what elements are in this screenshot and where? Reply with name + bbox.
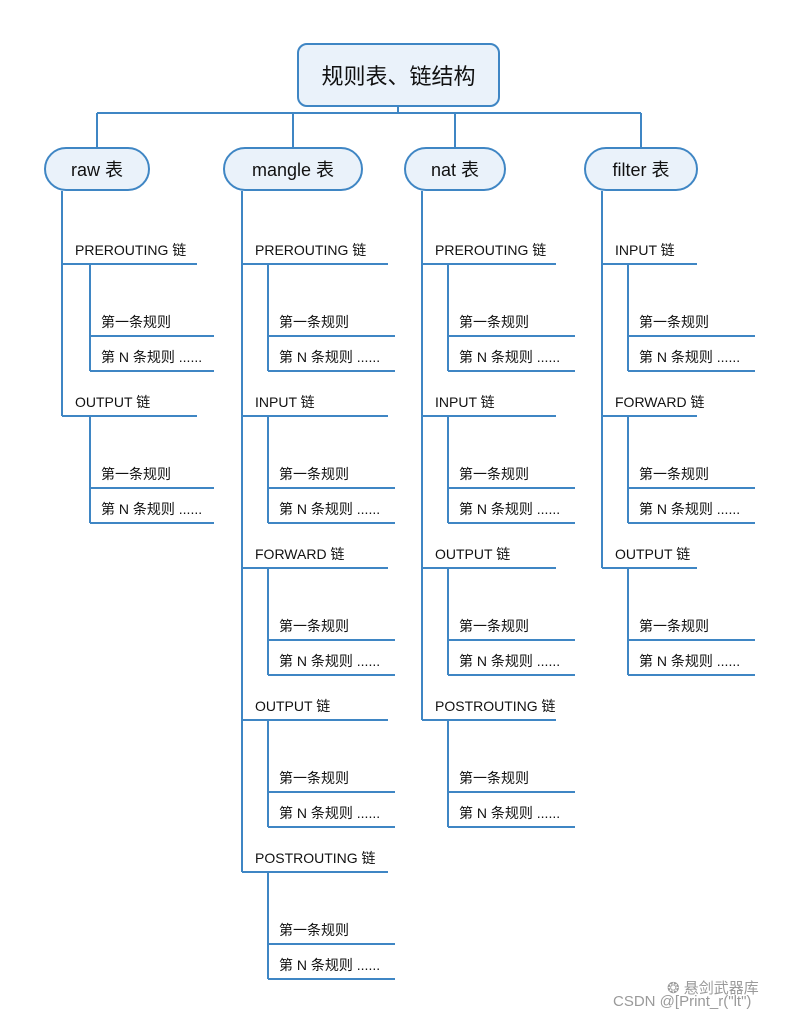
rule-label: 第 N 条规则 ...... bbox=[639, 349, 741, 365]
rule-label: 第一条规则 bbox=[279, 314, 349, 330]
watermark-csdn: CSDN @[Print_r("lt") bbox=[613, 993, 752, 1010]
rule-label: 第 N 条规则 ...... bbox=[459, 501, 561, 517]
table-node: raw 表 bbox=[44, 147, 150, 191]
table-node: mangle 表 bbox=[223, 147, 363, 191]
table-label: mangle 表 bbox=[251, 160, 335, 180]
table-label: raw 表 bbox=[70, 160, 123, 180]
chain-label: OUTPUT 链 bbox=[255, 698, 331, 714]
chain-label: INPUT 链 bbox=[435, 394, 495, 410]
rule-label: 第一条规则 bbox=[279, 922, 349, 938]
rule-label: 第 N 条规则 ...... bbox=[279, 957, 381, 973]
rule-label: 第一条规则 bbox=[459, 618, 529, 634]
chain-label: OUTPUT 链 bbox=[615, 546, 691, 562]
rule-label: 第一条规则 bbox=[101, 314, 171, 330]
rule-label: 第一条规则 bbox=[639, 618, 709, 634]
rule-label: 第 N 条规则 ...... bbox=[279, 501, 381, 517]
chain-label: INPUT 链 bbox=[615, 242, 675, 258]
chain-label: FORWARD 链 bbox=[255, 546, 345, 562]
chain-label: POSTROUTING 链 bbox=[435, 698, 556, 714]
rule-label: 第 N 条规则 ...... bbox=[459, 805, 561, 821]
chain-label: FORWARD 链 bbox=[615, 394, 705, 410]
rule-label: 第一条规则 bbox=[279, 770, 349, 786]
table-label: filter 表 bbox=[612, 160, 670, 180]
chain-label: PREROUTING 链 bbox=[255, 242, 367, 258]
rule-label: 第一条规则 bbox=[279, 618, 349, 634]
rule-label: 第 N 条规则 ...... bbox=[459, 653, 561, 669]
rule-label: 第 N 条规则 ...... bbox=[459, 349, 561, 365]
rule-label: 第一条规则 bbox=[459, 314, 529, 330]
chain-label: POSTROUTING 链 bbox=[255, 850, 376, 866]
rule-label: 第一条规则 bbox=[639, 314, 709, 330]
wechat-icon: ❂ bbox=[667, 980, 684, 997]
rule-label: 第一条规则 bbox=[459, 770, 529, 786]
rule-label: 第一条规则 bbox=[639, 466, 709, 482]
rule-label: 第 N 条规则 ...... bbox=[101, 501, 203, 517]
rule-label: 第 N 条规则 ...... bbox=[279, 805, 381, 821]
chain-label: OUTPUT 链 bbox=[75, 394, 151, 410]
rule-label: 第 N 条规则 ...... bbox=[639, 501, 741, 517]
rule-label: 第一条规则 bbox=[279, 466, 349, 482]
table-label: nat 表 bbox=[430, 160, 480, 180]
root-title: 规则表、链结构 bbox=[321, 64, 476, 89]
root-node: 规则表、链结构 bbox=[297, 43, 500, 107]
rule-label: 第 N 条规则 ...... bbox=[279, 349, 381, 365]
rule-label: 第 N 条规则 ...... bbox=[279, 653, 381, 669]
chain-label: PREROUTING 链 bbox=[435, 242, 547, 258]
chain-label: PREROUTING 链 bbox=[75, 242, 187, 258]
rule-label: 第一条规则 bbox=[101, 466, 171, 482]
watermark-account: ❂ 悬剑武器库 bbox=[667, 980, 759, 997]
table-node: filter 表 bbox=[584, 147, 698, 191]
rule-label: 第 N 条规则 ...... bbox=[101, 349, 203, 365]
chain-label: INPUT 链 bbox=[255, 394, 315, 410]
chain-label: OUTPUT 链 bbox=[435, 546, 511, 562]
table-node: nat 表 bbox=[404, 147, 506, 191]
rule-label: 第 N 条规则 ...... bbox=[639, 653, 741, 669]
rule-label: 第一条规则 bbox=[459, 466, 529, 482]
